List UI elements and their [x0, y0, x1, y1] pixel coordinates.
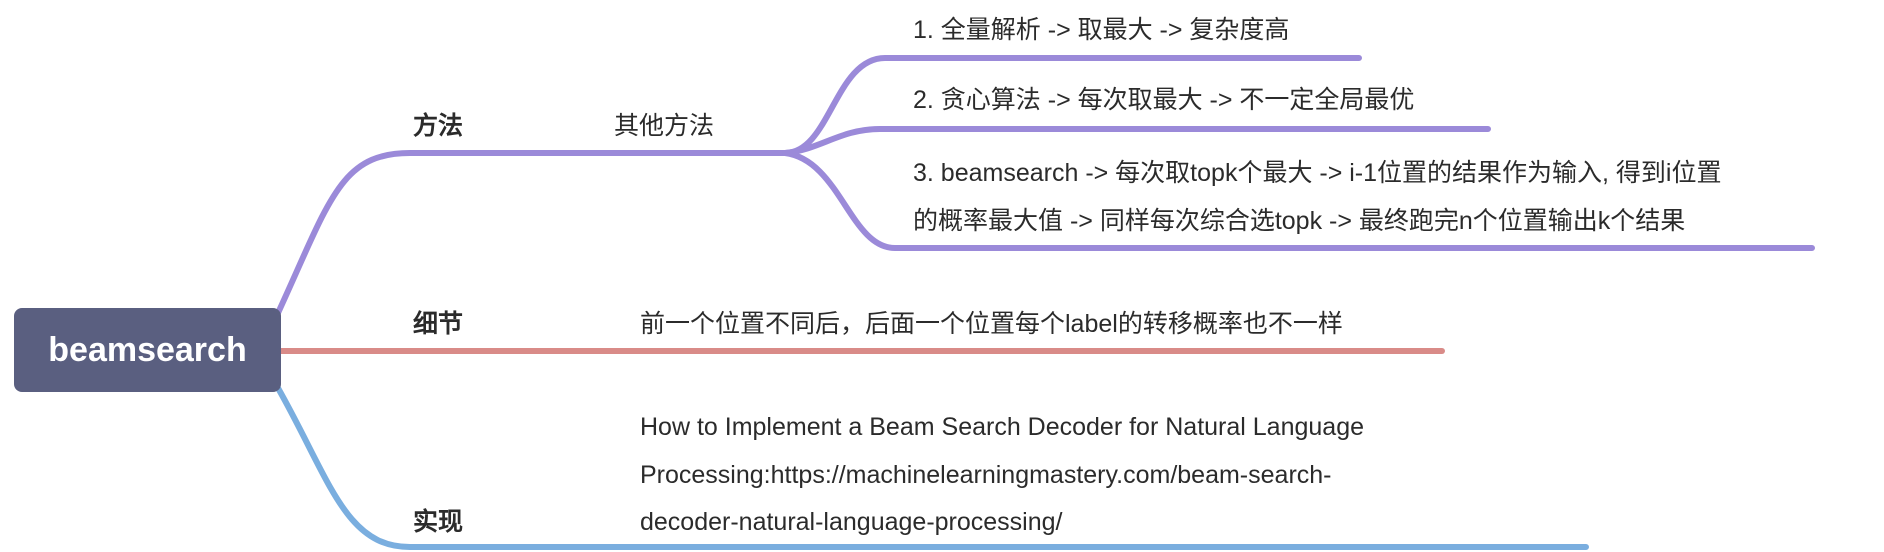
method-item-3-line2[interactable]: 的概率最大值 -> 同样每次综合选topk -> 最终跑完n个位置输出k个结果 [913, 207, 1686, 235]
method-item-2[interactable]: 2. 贪心算法 -> 每次取最大 -> 不一定全局最优 [913, 86, 1415, 114]
branch-impl[interactable]: 实现 [413, 508, 464, 536]
impl-line-1[interactable]: How to Implement a Beam Search Decoder f… [640, 413, 1364, 441]
detail-text[interactable]: 前一个位置不同后，后面一个位置每个label的转移概率也不一样 [640, 310, 1343, 338]
node-other-methods[interactable]: 其他方法 [614, 112, 715, 140]
branch-method[interactable]: 方法 [413, 112, 464, 140]
method-item-3-line1[interactable]: 3. beamsearch -> 每次取topk个最大 -> i-1位置的结果作… [913, 159, 1722, 187]
impl-line-2[interactable]: Processing:https://machinelearningmaster… [640, 461, 1332, 489]
method-item-1[interactable]: 1. 全量解析 -> 取最大 -> 复杂度高 [913, 16, 1290, 44]
impl-line-3[interactable]: decoder-natural-language-processing/ [640, 508, 1063, 536]
root-label: beamsearch [48, 330, 247, 369]
root-node[interactable]: beamsearch [14, 308, 281, 392]
branch-detail[interactable]: 细节 [413, 310, 464, 338]
